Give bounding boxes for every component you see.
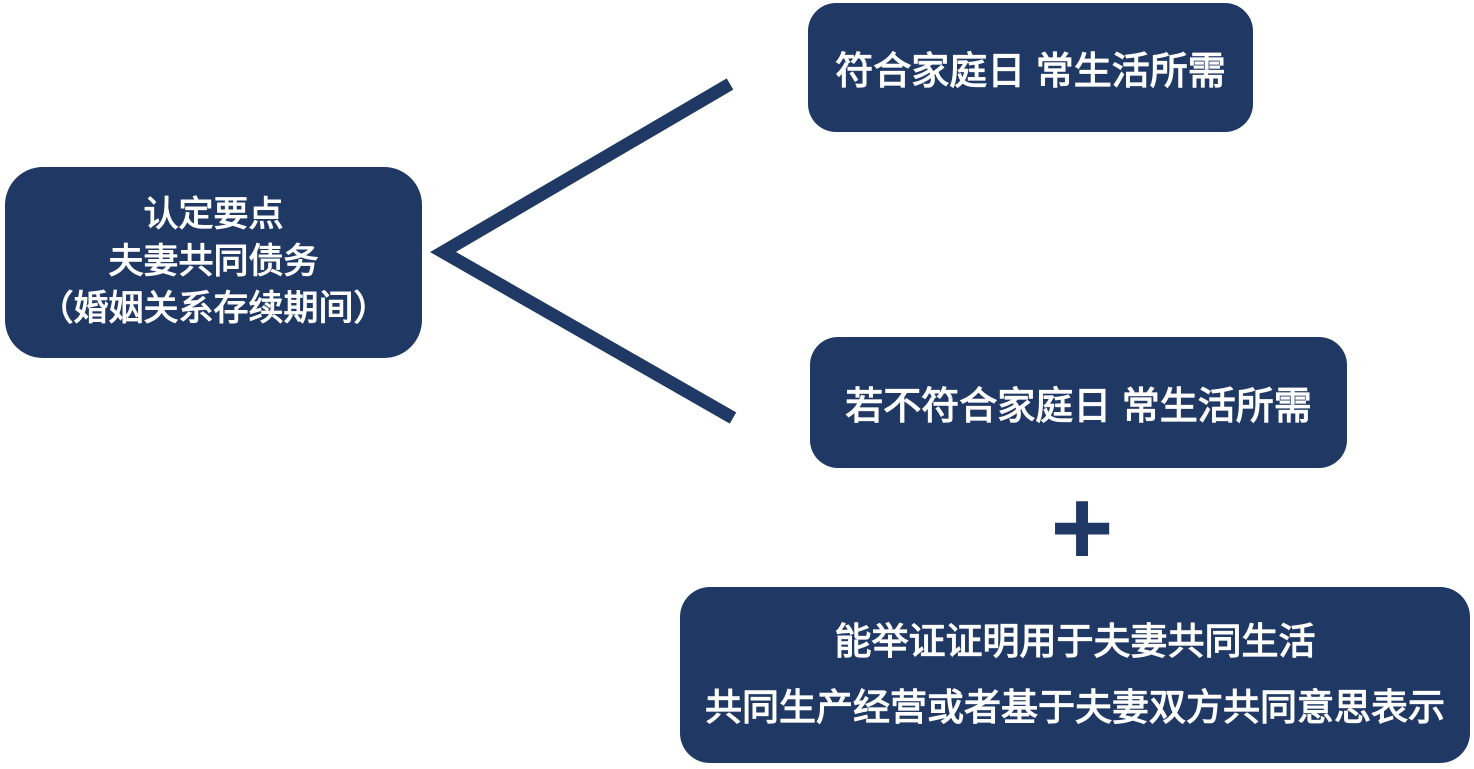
node-root-line-3: （婚姻关系存续期间） [38, 288, 389, 328]
node-root-line-1: 认定要点 [143, 195, 284, 235]
node-branch-bottom-label: 若不符合家庭日 常生活所需 [845, 386, 1312, 428]
node-condition-line-2: 共同生产经营或者基于夫妻双方共同意思表示 [705, 687, 1445, 728]
node-condition-line-1: 能举证证明用于夫妻共同生活 [834, 621, 1316, 663]
node-branch-top-label: 符合家庭日 常生活所需 [835, 51, 1226, 93]
node-root: 认定要点 夫妻共同债务 （婚姻关系存续期间） [5, 167, 422, 358]
node-root-line-2: 夫妻共同债务 [108, 242, 319, 282]
chevron-lines [430, 78, 737, 424]
node-branch-bottom: 若不符合家庭日 常生活所需 [810, 337, 1347, 468]
node-branch-top: 符合家庭日 常生活所需 [808, 3, 1253, 132]
plus-icon: + [1050, 466, 1114, 588]
node-condition: 能举证证明用于夫妻共同生活 共同生产经营或者基于夫妻双方共同意思表示 [680, 587, 1470, 763]
